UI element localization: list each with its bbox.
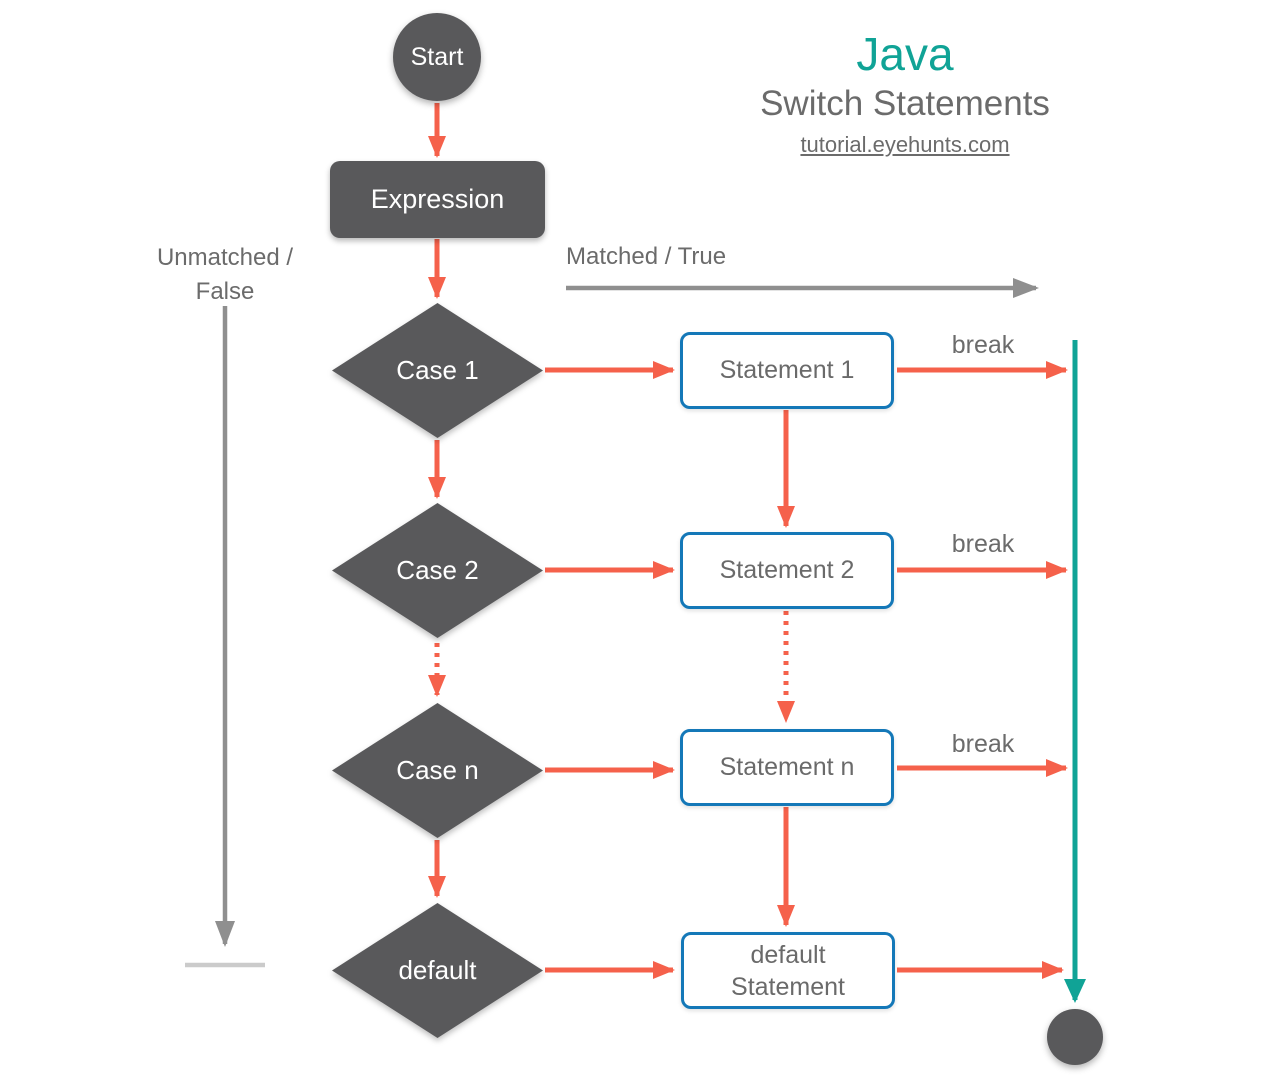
break-label-3: break [951, 730, 1015, 758]
case1-node-label: Case 1 [396, 355, 479, 385]
title-block: Java Switch Statements tutorial.eyehunts… [705, 28, 1105, 158]
matched-true-label: Matched / True [566, 243, 727, 270]
default-statement-node: default Statement [681, 932, 895, 1009]
end-node [1047, 1009, 1103, 1065]
statement2-node-label: Statement 2 [719, 556, 855, 584]
page-title-subtitle: Switch Statements [760, 84, 1050, 123]
statement1-node: Statement 1 [680, 332, 894, 409]
expression-node: Expression [330, 161, 545, 238]
start-node-label: Start [410, 42, 464, 71]
default-node: default [332, 903, 543, 1038]
case2-node-label: Case 2 [396, 555, 479, 585]
case1-node: Case 1 [332, 303, 543, 438]
statement2-node: Statement 2 [680, 532, 894, 609]
start-node: Start [393, 13, 481, 101]
unmatched-false-label: Unmatched / False [156, 244, 294, 305]
case2-node: Case 2 [332, 503, 543, 638]
default-statement-node-label: default Statement [731, 940, 845, 1001]
statementn-node-label: Statement n [719, 753, 855, 781]
break-label-1: break [951, 331, 1015, 359]
page-title-brand: Java [856, 28, 954, 80]
site-url-link[interactable]: tutorial.eyehunts.com [800, 132, 1010, 157]
casen-node-label: Case n [396, 755, 479, 785]
break-label-2: break [951, 530, 1015, 558]
expression-node-label: Expression [370, 184, 505, 214]
default-node-label: default [398, 955, 477, 985]
statement1-node-label: Statement 1 [719, 356, 855, 384]
casen-node: Case n [332, 703, 543, 838]
statementn-node: Statement n [680, 729, 894, 806]
